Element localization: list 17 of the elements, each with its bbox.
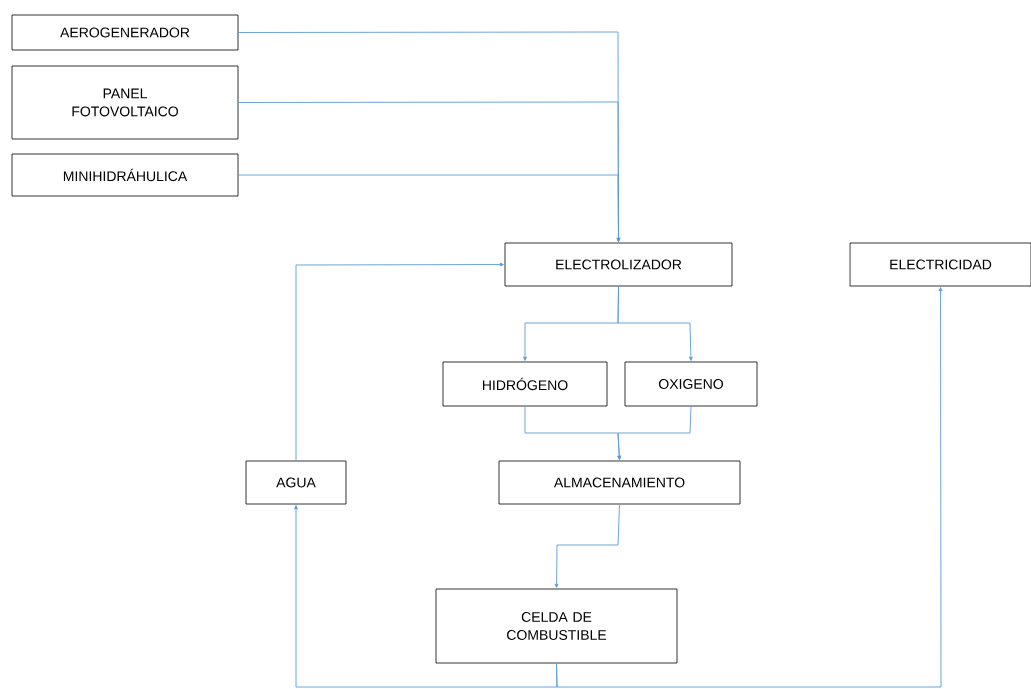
- arrow: [294, 505, 558, 688]
- arrow: [556, 287, 943, 688]
- process-box: CELDA DE COMBUSTIBLE: [435, 588, 678, 664]
- process-box: AGUA: [245, 460, 347, 505]
- arrow: [554, 503, 620, 588]
- arrow: [617, 405, 692, 460]
- process-box: OXIGENO: [624, 361, 758, 407]
- arrow: [617, 285, 693, 361]
- process-box: MINIHIDRÁHULICA: [11, 153, 239, 197]
- process-box: AEROGENERADOR: [11, 14, 239, 51]
- process-box: ALMACENAMIENTO: [498, 460, 741, 505]
- process-box: PANEL FOTOVOLTAICO: [11, 65, 239, 140]
- arrow: [295, 262, 504, 462]
- process-box: HIDRÓGENO: [442, 361, 608, 407]
- process-box: ELECTRICIDAD: [849, 242, 1031, 287]
- process-box: ELECTROLIZADOR: [504, 242, 733, 287]
- arrow: [237, 174, 621, 242]
